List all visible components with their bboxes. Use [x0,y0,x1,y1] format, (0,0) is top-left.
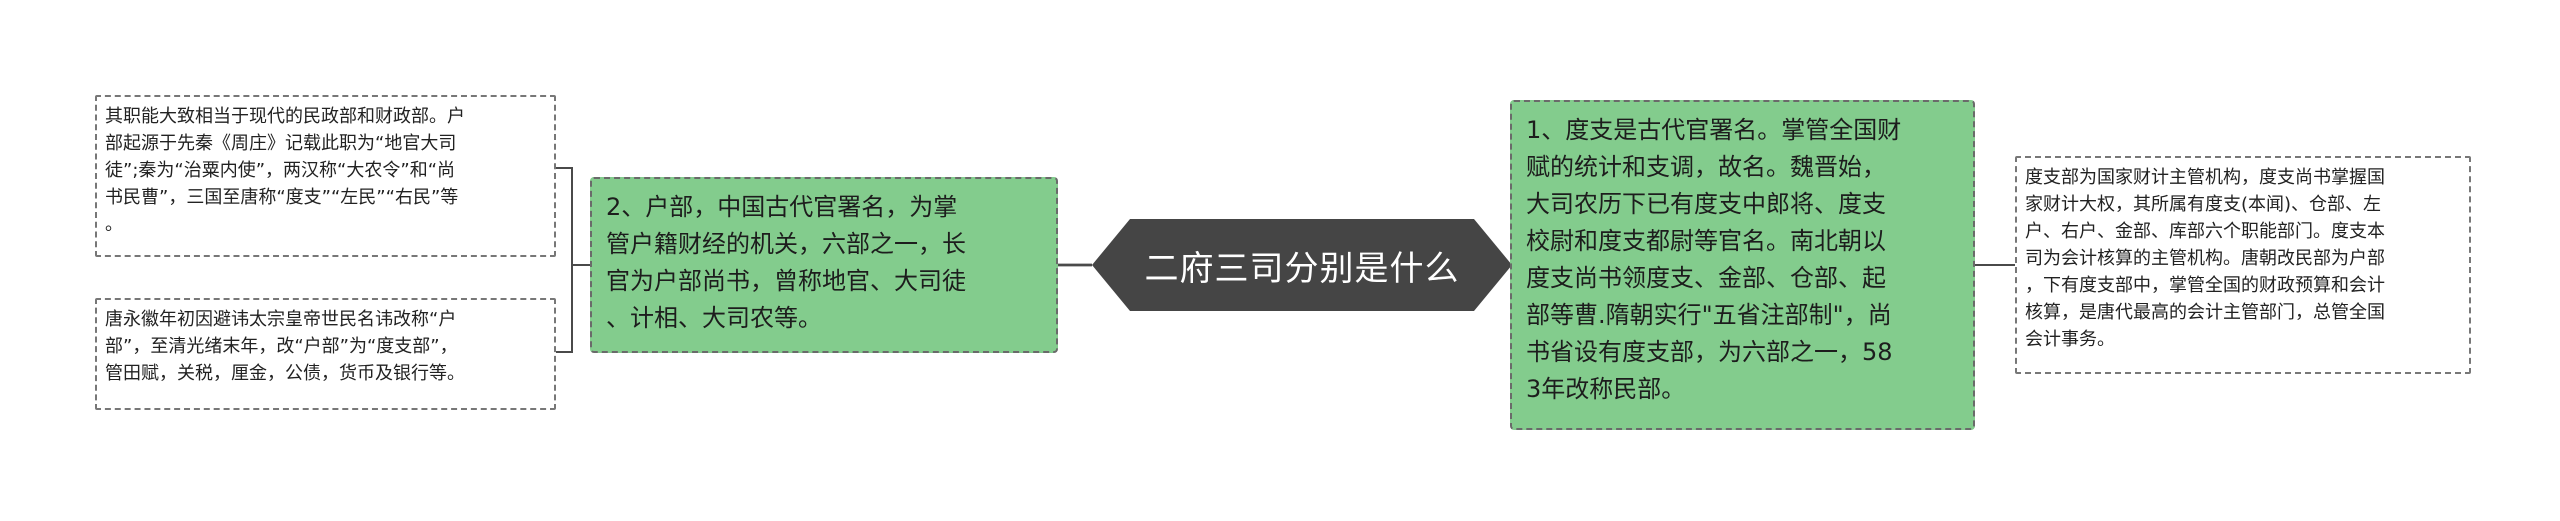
topic-text-line: 度支尚书领度支、金部、仓部、起 [1526,264,1886,292]
topic-text-line: 大司农历下已有度支中郎将、度支 [1526,190,1886,218]
detail-text-line: 家财计大权，其所属有度支(本闻)、仓部、左 [2025,194,2382,215]
left-detail-connector-1 [556,167,590,266]
detail-text-line: 管田赋，关税，厘金，公债，货币及银行等。 [105,363,465,384]
topic-text-line: 3年改称民部。 [1526,375,1686,403]
detail-text-line: 会计事务。 [2025,329,2115,350]
detail-text-line: 司为会计核算的主管机构。唐朝改民部为户部 [2025,248,2385,269]
detail-text-line: ，下有度支部中，掌管全国的财政预算和会计 [2025,275,2385,296]
topic-text-line: 管户籍财经的机关，六部之一，长 [606,230,966,258]
detail-text-line: 部起源于先秦《周庄》记载此职为“地官大司 [105,133,457,154]
topic-text-line: 校尉和度支都尉等官名。南北朝以 [1526,227,1886,255]
topic-text-line: 2、户部，中国古代官署名，为掌 [606,193,958,221]
detail-text-line: 度支部为国家财计主管机构，度支尚书掌握国 [2025,167,2385,188]
detail-text-line: 户、右户、金部、库部六个职能部门。度支本 [2025,221,2385,242]
detail-hubu-rename[interactable]: 唐永徽年初因避讳太宗皇帝世民名讳改称“户 部”，至清光绪末年，改“户部”为“度支… [95,298,556,410]
topic-duzhi[interactable]: 1、度支是古代官署名。掌管全国财 赋的统计和支调，故名。魏晋始， 大司农历下已有… [1510,100,1975,430]
topic-hubu[interactable]: 2、户部，中国古代官署名，为掌 管户籍财经的机关，六部之一，长 官为户部尚书，曾… [590,177,1058,353]
topic-text-line: 1、度支是古代官署名。掌管全国财 [1526,116,1902,144]
detail-text-line: 其职能大致相当于现代的民政部和财政部。户 [105,106,465,127]
detail-text-line: 部”，至清光绪末年，改“户部”为“度支部”， [105,336,458,357]
topic-text-line: 部等曹.隋朝实行"五省注部制"，尚 [1526,301,1892,329]
central-topic[interactable]: 二府三司分别是什么 [1092,219,1512,311]
detail-text-line: 书民曹”，三国至唐称“度支”“左民”“右民”等 [105,187,459,208]
topic-text-line: 、计相、大司农等。 [606,304,822,332]
central-topic-title: 二府三司分别是什么 [1144,248,1460,289]
detail-text-line: 。 [105,214,123,235]
topic-text-line: 赋的统计和支调，故名。魏晋始， [1526,153,1886,181]
detail-hubu-origin[interactable]: 其职能大致相当于现代的民政部和财政部。户 部起源于先秦《周庄》记载此职为“地官大… [95,95,556,257]
left-detail-connector-2 [556,265,573,353]
detail-text-line: 徒”;秦为“治粟内使”，两汉称“大农令”和“尚 [105,160,456,181]
topic-text-line: 书省设有度支部，为六部之一，58 [1526,338,1893,366]
detail-text-line: 唐永徽年初因避讳太宗皇帝世民名讳改称“户 [105,309,457,330]
detail-duzhi-function[interactable]: 度支部为国家财计主管机构，度支尚书掌握国 家财计大权，其所属有度支(本闻)、仓部… [2015,156,2471,374]
topic-text-line: 官为户部尚书，曾称地官、大司徒 [606,267,966,295]
detail-text-line: 核算，是唐代最高的会计主管部门，总管全国 [2025,302,2385,323]
